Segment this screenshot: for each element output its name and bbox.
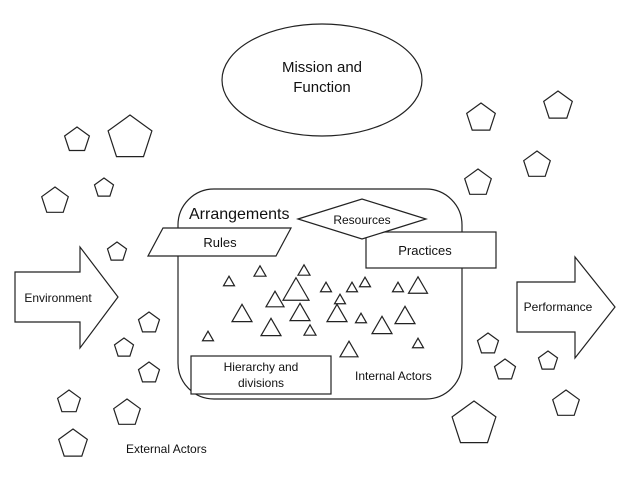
triangle-icon [201, 330, 215, 342]
triangle-icon [281, 276, 311, 301]
external-actors-label: External Actors [126, 442, 207, 456]
external-actors-group [40, 90, 581, 457]
environment-arrow [14, 245, 119, 350]
triangle-icon [370, 315, 394, 335]
triangle-icon [333, 293, 347, 305]
triangle-icon [222, 275, 236, 287]
triangle-icon [354, 312, 368, 324]
pentagon-icon [107, 114, 153, 158]
hierarchy-label-line2: divisions [238, 376, 284, 390]
triangle-icon [288, 302, 312, 322]
triangle-icon [252, 264, 268, 277]
mission-label-line1: Mission and [282, 59, 362, 76]
triangle-icon [345, 281, 359, 293]
hierarchy-box [190, 355, 332, 395]
pentagon-icon [93, 177, 115, 197]
pentagon-icon [137, 361, 161, 383]
triangle-icon [302, 323, 318, 336]
practices-label: Practices [398, 243, 452, 258]
performance-label: Performance [524, 300, 593, 314]
pentagon-icon [551, 389, 581, 416]
pentagon-icon [40, 186, 70, 213]
triangle-icon [325, 303, 349, 323]
environment-label: Environment [24, 291, 92, 305]
triangle-icon [338, 340, 360, 358]
arrangements-title: Arrangements [189, 206, 290, 223]
pentagon-icon [113, 337, 135, 357]
resources-label: Resources [333, 213, 390, 227]
performance-arrow [516, 255, 616, 360]
resources-diamond [295, 198, 429, 240]
rules-parallelogram [146, 227, 293, 257]
triangle-icon [296, 263, 312, 276]
pentagon-icon [137, 311, 161, 333]
pentagon-icon [63, 126, 91, 152]
pentagon-icon [542, 90, 574, 119]
mission-label-line2: Function [293, 79, 351, 96]
pentagon-icon [522, 150, 552, 177]
rules-label: Rules [203, 235, 237, 250]
pentagon-icon [476, 332, 500, 354]
internal-actors-group [201, 263, 429, 358]
hierarchy-label-line1: Hierarchy and [224, 360, 299, 374]
pentagon-icon [57, 428, 89, 457]
pentagon-icon [56, 389, 82, 413]
triangle-icon [407, 275, 429, 294]
triangle-icon [264, 290, 286, 308]
triangle-icon [391, 281, 405, 293]
pentagon-icon [493, 358, 517, 380]
pentagon-icon [106, 241, 128, 261]
triangle-icon [230, 303, 254, 323]
pentagon-icon [463, 168, 493, 195]
triangle-icon [393, 305, 417, 325]
pentagon-icon [451, 400, 497, 444]
mission-ellipse [221, 23, 423, 137]
triangle-icon [319, 281, 333, 293]
triangle-icon [358, 276, 372, 288]
triangle-icon [411, 337, 425, 349]
pentagon-icon [112, 398, 142, 425]
pentagon-icon [465, 102, 497, 131]
pentagon-icon [537, 350, 559, 370]
internal-actors-label: Internal Actors [355, 369, 432, 383]
practices-box [365, 231, 497, 269]
triangle-icon [259, 317, 283, 337]
